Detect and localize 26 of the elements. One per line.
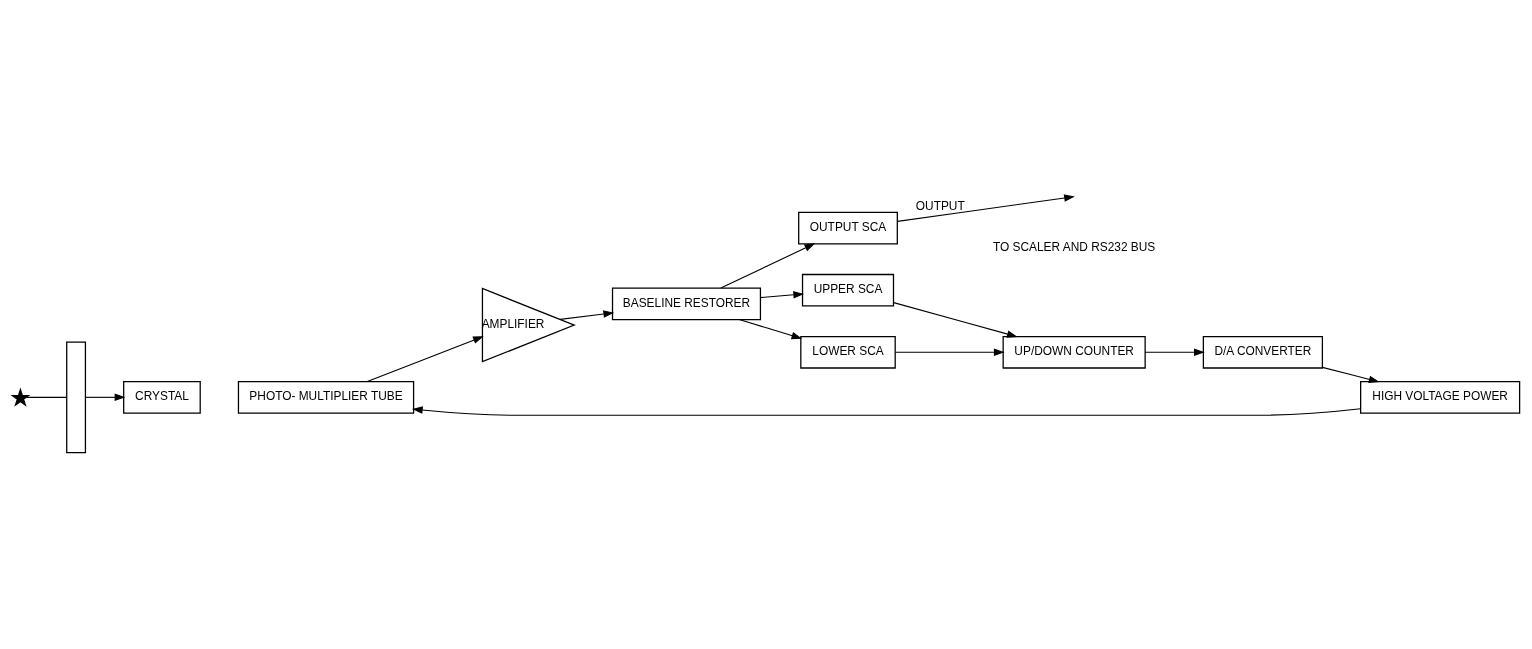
node-box: UPPER SCA (801, 273, 895, 307)
node-box: LOWER SCA (800, 335, 896, 369)
arrow (894, 348, 1005, 357)
arrow (759, 291, 805, 299)
node-box: PHOTO- MULTIPLIER TUBE (237, 380, 415, 414)
arrow (893, 302, 1018, 338)
node-box (66, 341, 87, 454)
node-box: BASELINE RESTORER (611, 287, 762, 321)
connector (25, 396, 68, 398)
node-box: HIGH VOLTAGE POWER (1360, 380, 1521, 414)
node-box: D/A CONVERTER (1202, 335, 1324, 369)
label: TO SCALER AND RS232 BUS (992, 239, 1156, 254)
arrow (720, 243, 816, 289)
arrow (412, 406, 1362, 416)
arrow (85, 393, 126, 402)
node-box: OUTPUT SCA (798, 211, 898, 245)
arrow (1144, 348, 1205, 357)
node-box: CRYSTAL (123, 380, 201, 414)
node-box: UP/DOWN COUNTER (1002, 335, 1146, 369)
arrow (738, 319, 803, 340)
node-star (10, 387, 31, 407)
arrow (1321, 366, 1380, 383)
arrow (559, 310, 615, 320)
edge-label: OUTPUT (915, 198, 965, 213)
arrow (366, 336, 484, 383)
arrow (897, 194, 1075, 222)
